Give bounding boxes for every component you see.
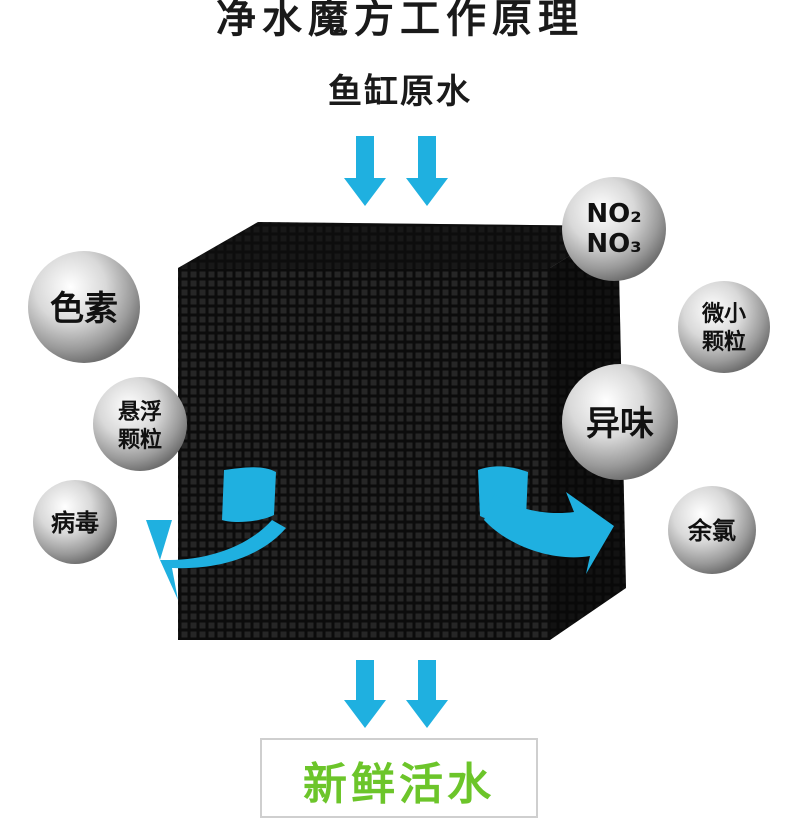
- output-label: 新鲜活水: [262, 748, 536, 812]
- filter-cube: [178, 222, 626, 640]
- cube-front-face: [178, 268, 550, 640]
- bubble-pigment-label: 色素: [50, 289, 118, 329]
- bubble-suspended-line2: 颗粒: [118, 427, 162, 453]
- down-arrow-icon: [344, 136, 386, 206]
- bubble-odor: 异味: [562, 364, 678, 480]
- bubble-chlorine: 余氯: [668, 486, 756, 574]
- down-arrow-icon: [406, 136, 448, 206]
- outflow-arrows: [344, 660, 448, 728]
- bubble-odor-label: 异味: [586, 404, 654, 444]
- bubble-virus-label: 病毒: [51, 509, 99, 537]
- bubble-virus: 病毒: [33, 480, 117, 564]
- bubble-nitrogen: NO₂ NO₃: [562, 177, 666, 281]
- cube-top-grid: [178, 222, 618, 268]
- bubble-micro-line2: 颗粒: [702, 329, 746, 355]
- bubble-suspended: 悬浮 颗粒: [93, 377, 187, 471]
- filter-diagram: 色素 悬浮 颗粒 病毒 NO₂ NO₃ 微小 颗粒 异味 余氯: [0, 0, 800, 800]
- bubble-nitrogen-line1: NO₂: [586, 199, 641, 229]
- output-box: 新鲜活水: [260, 738, 538, 818]
- bubble-nitrogen-line2: NO₃: [586, 229, 641, 259]
- down-arrow-icon: [406, 660, 448, 728]
- bubble-micro-line1: 微小: [701, 301, 746, 327]
- down-arrow-icon: [344, 660, 386, 728]
- bubble-chlorine-label: 余氯: [687, 517, 736, 545]
- bubble-micro: 微小 颗粒: [678, 281, 770, 373]
- inflow-arrows: [344, 136, 448, 206]
- bubble-pigment: 色素: [28, 251, 140, 363]
- bubble-suspended-line1: 悬浮: [118, 399, 162, 425]
